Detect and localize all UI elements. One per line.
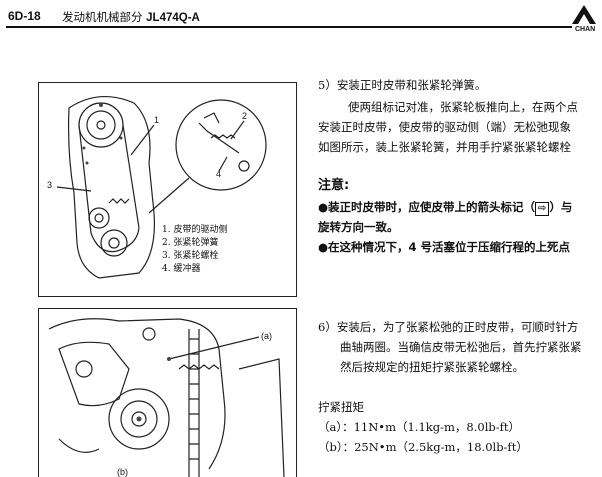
brand-logo: CHAN (566, 2, 602, 38)
section-label: 发动机机械部分 (62, 10, 143, 24)
brand-logo-icon (572, 5, 596, 24)
timing-belt-diagram (56, 95, 267, 279)
step6-line-1: 6）安装后，为了张紧松弛的正时皮带，可顺时针方 (318, 320, 579, 334)
note-item-2: ●在这种情况下，4 号活塞位于压缩行程的上死点 (318, 240, 571, 254)
legend-item: 2. 张紧轮弹簧 (162, 238, 219, 248)
callout-1: 1 (154, 115, 160, 125)
step5-title: 5）安装正时皮带和张紧轮弹簧。 (318, 78, 487, 92)
callout-b: (b) (117, 467, 128, 477)
step5-line-1: 使两组标记对准，张紧轮板推向上，在两个点 (348, 100, 578, 114)
brand-name: CHAN (575, 26, 596, 33)
figure1-legend: 1. 皮带的驱动侧 2. 张紧轮弹簧 3. 张紧轮螺栓 4. 缓冲器 (162, 224, 227, 276)
torque-title: 拧紧扭矩 (318, 400, 364, 414)
legend-item: 4. 缓冲器 (162, 264, 201, 274)
note-item-1-text: ●装正时皮带时，应使皮带上的箭头标记（ (318, 200, 536, 214)
page-code: 6D-18 (8, 9, 41, 23)
torque-b: （b）：25N•m（2.5kg-m，18.0lb-ft） (318, 440, 528, 454)
step5-line-3: 如图所示，装上张紧轮簧，并用手拧紧张紧轮螺栓 (318, 140, 571, 154)
callout-2: 2 (242, 111, 248, 121)
figure-tensioner-torque: (a) (b) (38, 308, 297, 477)
engine-model: JL474Q-A (146, 12, 200, 24)
arrow-mark-icon: ⇨ (535, 202, 550, 216)
header-rule (6, 26, 572, 28)
callout-4: 4 (216, 169, 222, 179)
figure-timing-belt-install: 1 2 3 4 (38, 82, 297, 297)
page-header: 6D-18 发动机机械部分 JL474Q-A (0, 0, 602, 40)
note-title: 注意: (318, 178, 350, 193)
callout-3: 3 (47, 180, 53, 190)
step6-line-2: 曲轴两圈。当确信皮带无松弛后，首先拧紧张紧 (340, 340, 582, 354)
section-title: 发动机机械部分 JL474Q-A (62, 9, 200, 25)
legend-item: 1. 皮带的驱动侧 (162, 225, 228, 235)
note-item-1: ●装正时皮带时，应使皮带上的箭头标记（⇨）与 (318, 198, 572, 217)
note-item-1-line-2: 旋转方向一致。 (318, 220, 399, 234)
tensioner-diagram (48, 318, 285, 477)
step6-line-3: 然后按规定的扭矩拧紧张紧轮螺栓。 (340, 360, 524, 374)
callout-a: (a) (261, 331, 272, 341)
legend-item: 3. 张紧轮螺栓 (162, 251, 219, 261)
torque-a: （a）：11N•m（1.1kg-m，8.0lb-ft） (318, 420, 520, 434)
step5-line-2: 安装正时皮带，使皮带的驱动侧（端）无松弛现象 (318, 120, 571, 134)
note-item-1-tail: ）与 (549, 200, 573, 214)
